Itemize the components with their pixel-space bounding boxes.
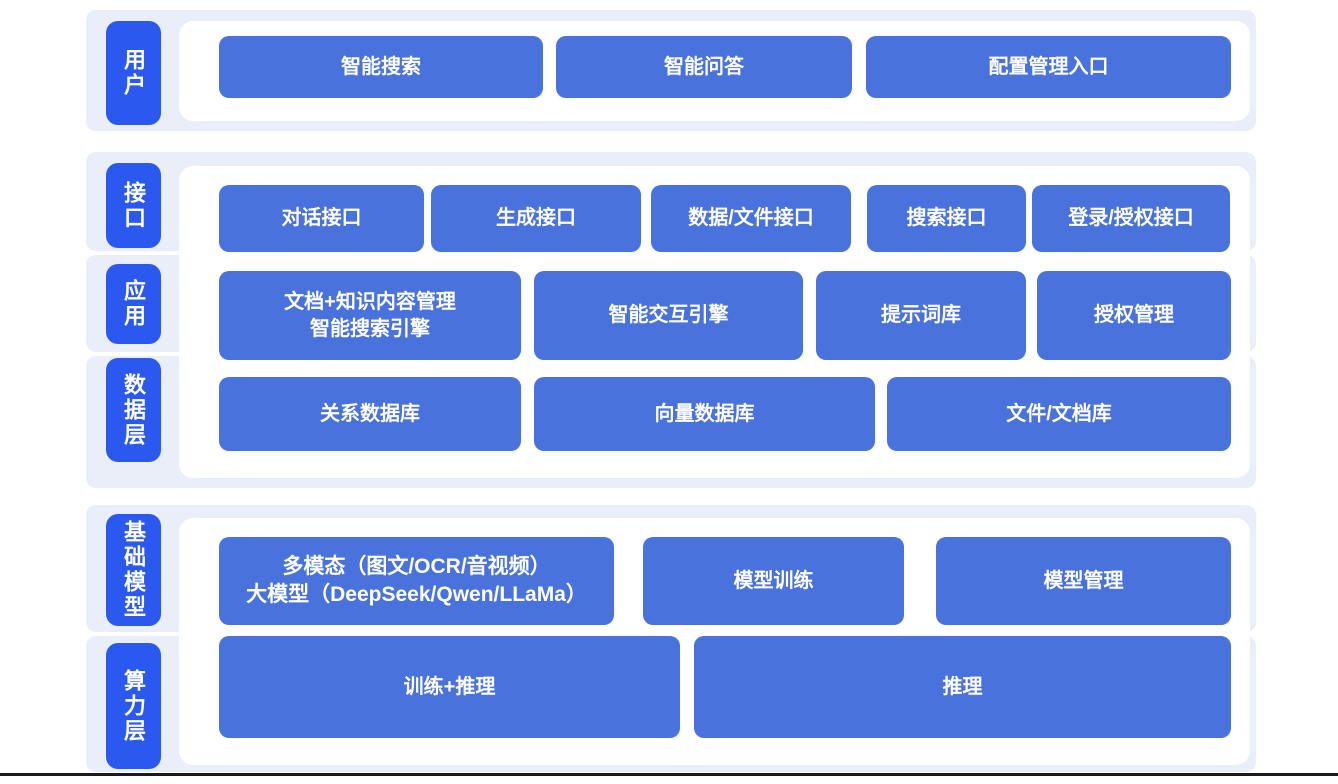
node-multimodal-line2: 大模型（DeepSeek/Qwen/LLaMa） (246, 583, 587, 606)
node-vector-db: 向量数据库 (534, 377, 875, 451)
node-dialog-api-label: 对话接口 (281, 207, 362, 229)
node-file-doc-store-label: 文件/文档库 (1006, 402, 1112, 425)
layer-label-base-model-text: 基础模型 (121, 520, 147, 620)
application-row: 文档+知识内容管理 智能搜索引擎 智能交互引擎 提示词库 授权管理 (219, 271, 1231, 360)
layer-label-user: 用户 (106, 21, 161, 125)
node-prompt-library-label: 提示词库 (881, 304, 961, 326)
layer-label-data: 数据层 (106, 358, 161, 462)
node-doc-knowledge-engine: 文档+知识内容管理 智能搜索引擎 (219, 271, 521, 360)
layer-label-base-model: 基础模型 (106, 514, 161, 626)
node-prompt-library: 提示词库 (816, 271, 1026, 360)
node-multimodal-llm: 多模态（图文/OCR/音视频） 大模型（DeepSeek/Qwen/LLaMa） (219, 537, 614, 625)
node-config-entry: 配置管理入口 (866, 36, 1231, 98)
layer-label-data-text: 数据层 (121, 372, 147, 448)
node-doc-knowledge-line1: 文档+知识内容管理 (284, 290, 456, 313)
layer-label-compute: 算力层 (106, 643, 161, 769)
node-auth-management-label: 授权管理 (1094, 304, 1174, 326)
node-inference-label: 推理 (942, 675, 983, 698)
node-model-management: 模型管理 (936, 537, 1231, 625)
interface-row: 对话接口 生成接口 数据/文件接口 搜索接口 登录/授权接口 (219, 185, 1230, 252)
node-login-auth-api-label: 登录/授权接口 (1068, 207, 1194, 229)
node-model-management-label: 模型管理 (1043, 569, 1124, 592)
node-data-file-api: 数据/文件接口 (651, 185, 851, 252)
layer-label-application-text: 应用 (121, 279, 147, 329)
node-generation-api-label: 生成接口 (496, 207, 576, 229)
node-search-api-label: 搜索接口 (906, 207, 987, 229)
node-relational-db-label: 关系数据库 (320, 402, 420, 425)
node-relational-db: 关系数据库 (219, 377, 521, 451)
data-row: 关系数据库 向量数据库 文件/文档库 (219, 377, 1231, 451)
node-config-entry-label: 配置管理入口 (988, 55, 1109, 78)
node-inference: 推理 (694, 636, 1231, 738)
node-multimodal-line1: 多模态（图文/OCR/音视频） (282, 554, 551, 578)
node-file-doc-store: 文件/文档库 (887, 377, 1231, 451)
layer-label-interface: 接口 (106, 163, 161, 248)
node-interaction-engine-label: 智能交互引擎 (608, 304, 729, 326)
node-dialog-api: 对话接口 (219, 185, 424, 252)
user-row: 智能搜索 智能问答 配置管理入口 (219, 36, 1231, 98)
layer-label-user-text: 用户 (121, 48, 147, 98)
node-smart-qa-label: 智能问答 (664, 55, 744, 78)
node-train-inference-label: 训练+推理 (403, 675, 496, 698)
node-model-training-label: 模型训练 (733, 569, 814, 592)
layer-label-interface-text: 接口 (121, 180, 147, 231)
node-model-training: 模型训练 (643, 537, 904, 625)
bottom-rule (0, 773, 1338, 776)
node-generation-api: 生成接口 (431, 185, 641, 252)
node-auth-management: 授权管理 (1037, 271, 1231, 360)
layer-label-compute-text: 算力层 (121, 668, 147, 744)
node-smart-search: 智能搜索 (219, 36, 543, 98)
node-smart-search-label: 智能搜索 (341, 55, 421, 78)
node-data-file-api-label: 数据/文件接口 (688, 207, 814, 229)
compute-row: 训练+推理 推理 (219, 636, 1231, 738)
node-train-inference: 训练+推理 (219, 636, 680, 738)
node-interaction-engine: 智能交互引擎 (534, 271, 803, 360)
layer-label-application: 应用 (106, 264, 161, 344)
node-doc-knowledge-line2: 智能搜索引擎 (310, 317, 430, 340)
node-vector-db-label: 向量数据库 (654, 402, 755, 425)
base-model-row: 多模态（图文/OCR/音视频） 大模型（DeepSeek/Qwen/LLaMa）… (219, 537, 1231, 625)
node-search-api: 搜索接口 (867, 185, 1026, 252)
node-login-auth-api: 登录/授权接口 (1032, 185, 1230, 252)
node-smart-qa: 智能问答 (556, 36, 852, 98)
